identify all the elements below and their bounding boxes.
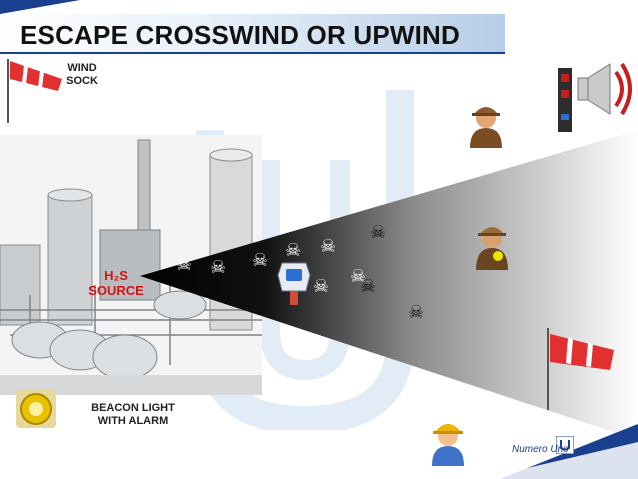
windsock-label-line1: WIND [67,62,97,74]
skull-crossbones-icon: ☠ [176,254,193,275]
worker-icon [470,107,502,148]
windsock-icon [7,59,62,123]
skull-crossbones-icon: ☠ [285,240,302,261]
gas-detector-icon [277,262,311,305]
page-title: ESCAPE CROSSWIND OR UPWIND [20,20,461,50]
title-bar [0,14,505,54]
skull-crossbones-icon: ☠ [313,276,330,297]
gas-plume [140,130,638,440]
siren-speaker-icon [558,62,632,132]
skull-crossbones-icon: ☠ [210,257,227,278]
worker-icon [476,227,508,270]
skull-crossbones-icon: ☠ [252,250,269,271]
beacon-light-icon [16,390,56,428]
skull-crossbones-icon: ☠ [370,222,387,243]
skull-crossbones-icon: ☠ [360,276,377,297]
source-label-line2: SOURCE [88,283,144,298]
h2s-source-label: H₂S SOURCE [80,268,152,298]
skull-crossbones-icon: ☠ [350,266,367,287]
brand-logo [556,436,574,454]
beacon-label-line1: BEACON LIGHT [91,402,175,414]
worker-icon [432,424,464,466]
skull-crossbones-icon: ☠ [320,236,337,257]
beacon-label: BEACON LIGHT WITH ALARM [88,402,178,428]
beacon-label-line2: WITH ALARM [97,415,169,427]
windsock-label-line2: SOCK [66,75,98,87]
title-underline [0,52,505,54]
windsock-label: WIND SOCK [58,62,106,88]
windsock-icon [547,328,614,410]
brand-name: Numero Uno [512,444,569,455]
source-label-line1: H₂S [104,268,128,283]
title-corner-accent [0,0,80,14]
skull-crossbones-icon: ☠ [408,302,425,323]
